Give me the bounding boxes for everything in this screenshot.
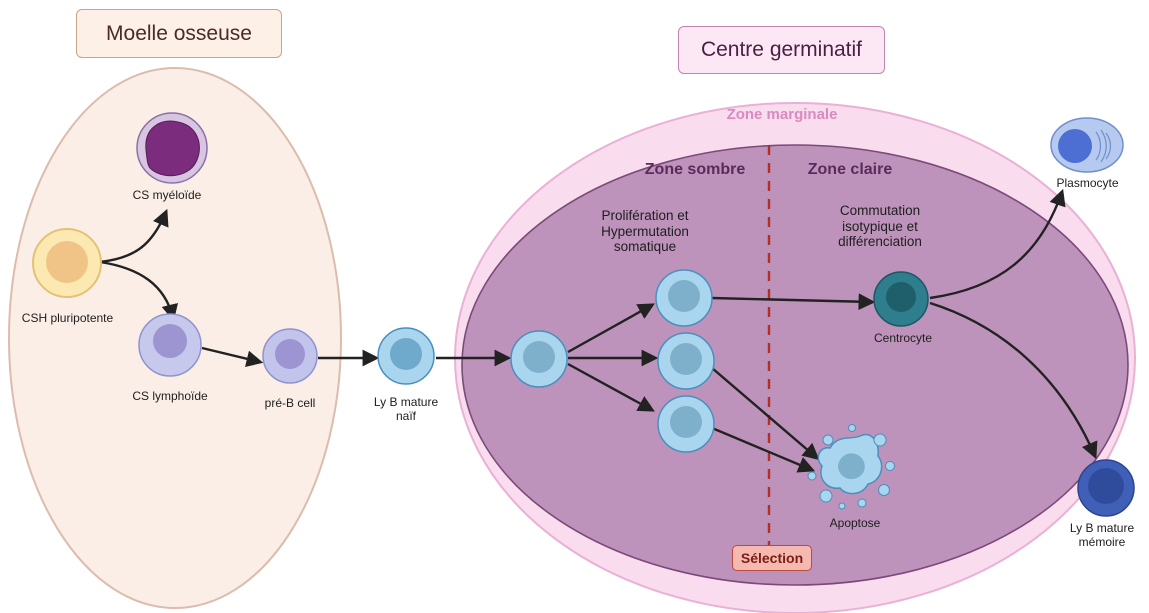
arrow-centrocyte-to-plasmocyte: [929, 188, 1066, 300]
apoptose-cell: [807, 424, 895, 510]
title-moelle-osseuse: Moelle osseuse: [76, 9, 282, 58]
label-ly-b-naif: Ly B mature naïf: [373, 395, 439, 423]
csh-cell: [32, 228, 102, 298]
label-pre-b: pré-B cell: [264, 396, 316, 410]
ly-b-naif-cell: [377, 327, 435, 385]
pre-b-cell: [262, 328, 318, 384]
arrow-centrocyte-to-memory: [929, 301, 1098, 460]
label-cs-lymphoide: CS lymphoïde: [132, 389, 208, 403]
title-centre-text: Centre germinatif: [700, 38, 863, 61]
germinal-zone-region: [461, 144, 1129, 586]
label-commutation: Commutation isotypique et différenciatio…: [838, 203, 922, 250]
plasmocyte-cell: [1050, 117, 1124, 173]
selection-badge-text: Sélection: [740, 550, 804, 566]
centrocyte-cell: [873, 271, 929, 327]
proliferating-cell-2: [657, 332, 715, 390]
arrow-cell2-to-apoptose: [711, 367, 820, 461]
arrow-cell3-to-apoptose: [711, 426, 816, 473]
label-plasmocyte: Plasmocyte: [1056, 176, 1119, 190]
title-centre-germinatif: Centre germinatif: [678, 26, 885, 74]
label-cs-myeloide: CS myéloïde: [132, 188, 202, 202]
label-zone-claire: Zone claire: [807, 161, 893, 178]
arrow-gc-to-cell1: [567, 303, 655, 354]
label-ly-b-memoire: Ly B mature mémoire: [1069, 521, 1135, 549]
arrow-cell1-to-centrocyte: [711, 293, 876, 311]
selection-badge: Sélection: [732, 545, 812, 571]
label-zone-marginale: Zone marginale: [726, 106, 838, 123]
label-proliferation: Prolifération et Hypermutation somatique: [601, 208, 689, 255]
label-csh: CSH pluripotente: [21, 311, 114, 325]
cs-lymphoide-cell: [138, 313, 202, 377]
title-moelle-text: Moelle osseuse: [106, 21, 252, 45]
proliferating-cell-1: [655, 269, 713, 327]
arrow-gc-to-cell3: [567, 362, 655, 412]
arrow-csh-to-lymphoid: [99, 260, 178, 322]
label-apoptose: Apoptose: [829, 516, 881, 530]
label-centrocyte: Centrocyte: [873, 331, 933, 345]
label-zone-sombre: Zone sombre: [644, 161, 746, 178]
arrow-lymphoid-to-preb: [201, 346, 264, 368]
proliferating-cell-3: [657, 395, 715, 453]
ly-b-memoire-cell: [1077, 459, 1135, 517]
arrow-csh-to-myeloid: [99, 208, 169, 264]
cs-myeloide-cell: [136, 112, 208, 184]
centroblast-cell: [510, 330, 568, 388]
